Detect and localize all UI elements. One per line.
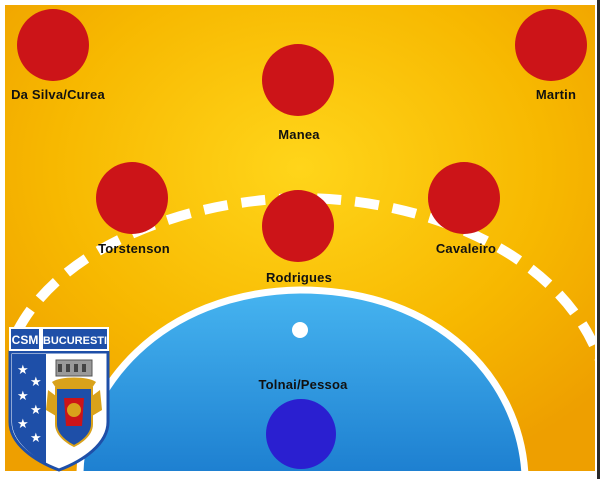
player-label-da-silva-curea: Da Silva/Curea <box>11 87 105 102</box>
star-icon: ★ <box>30 374 42 389</box>
player-label-tolnai-pessoa: Tolnai/Pessoa <box>258 377 348 392</box>
player-label-cavaleiro: Cavaleiro <box>435 241 497 256</box>
player-torstenson <box>96 162 168 234</box>
star-icon: ★ <box>30 402 42 417</box>
logo-right-text: BUCURESTI <box>43 335 107 347</box>
penalty-mark <box>292 322 308 338</box>
coat-of-arms-icon <box>46 359 102 448</box>
player-label-manea: Manea <box>278 127 320 142</box>
player-rodrigues <box>262 190 334 262</box>
star-icon: ★ <box>17 388 29 403</box>
player-cavaleiro <box>428 162 500 234</box>
star-icon: ★ <box>30 430 42 445</box>
player-manea <box>262 44 334 116</box>
star-icon: ★ <box>17 362 29 377</box>
player-martin <box>515 9 587 81</box>
star-icon: ★ <box>17 416 29 431</box>
logo-star-field <box>12 354 46 464</box>
logo-banner-right <box>41 327 109 351</box>
player-label-torstenson: Torstenson <box>98 241 170 256</box>
team-logo: CSM BUCURESTI ★ ★ ★ ★ ★ ★ <box>8 327 110 472</box>
court-edge-line <box>597 0 600 479</box>
player-da-silva-curea <box>17 9 89 81</box>
player-tolnai-pessoa <box>266 399 336 469</box>
logo-banner-left <box>9 327 41 351</box>
logo-left-text: CSM <box>12 333 39 347</box>
player-label-martin: Martin <box>535 87 577 102</box>
player-label-rodrigues: Rodrigues <box>265 270 333 285</box>
